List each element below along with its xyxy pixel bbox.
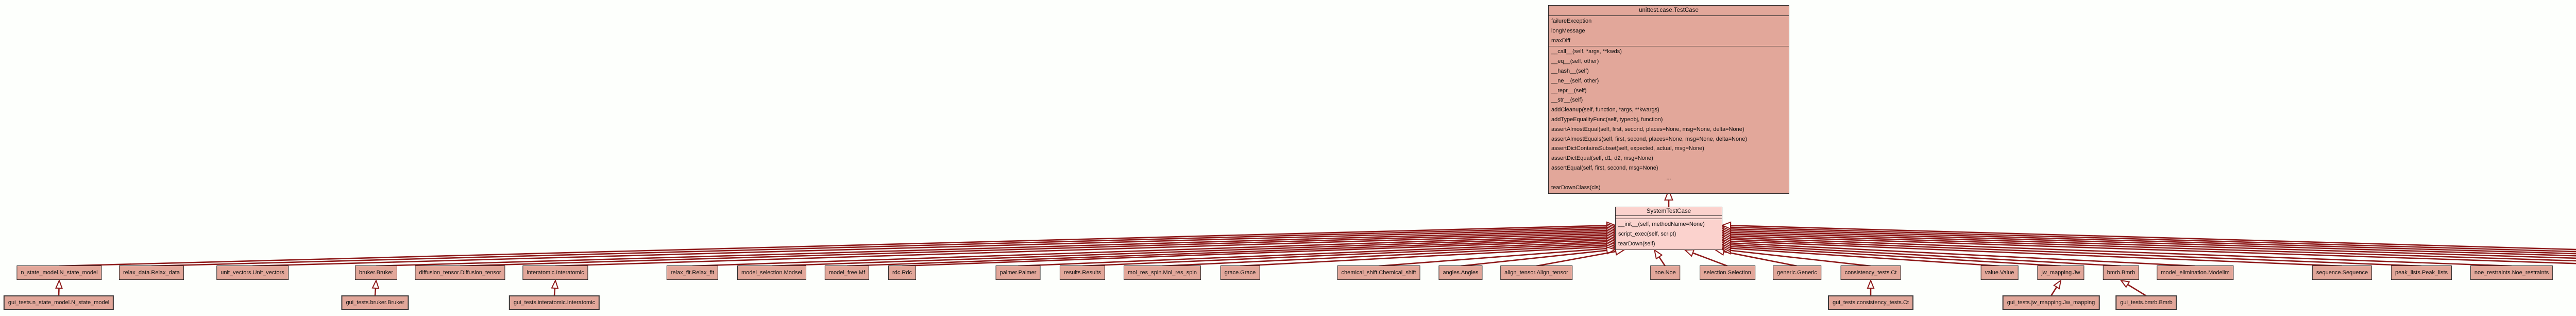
class-node-gui_tests-bmrb-Bmrb[interactable]: gui_tests.bmrb.Bmrb (2115, 295, 2177, 310)
class-node-sequence[interactable]: sequence.Sequence (2312, 265, 2372, 280)
class-node-chemical_shift[interactable]: chemical_shift.Chemical_shift (1337, 265, 1420, 280)
class-node-unit_vectors[interactable]: unit_vectors.Unit_vectors (216, 265, 289, 280)
class-method: ... (1666, 174, 1671, 181)
class-node-results[interactable]: results.Results (1059, 265, 1106, 280)
class-method: assertAlmostEquals(self, first, second, … (1551, 136, 1747, 142)
class-methods-section: __init__(self, methodName=None) script_ex… (1616, 219, 1722, 250)
class-node-gui_tests-n_state_model-N_state_model[interactable]: gui_tests.n_state_model.N_state_model (3, 295, 114, 310)
class-method: addCleanup(self, function, *args, **kwar… (1551, 107, 1659, 113)
class-node-jw_mapping[interactable]: jw_mapping.Jw (2037, 265, 2084, 280)
class-node-noe[interactable]: noe.Noe (1650, 265, 1680, 280)
class-method: script_exec(self, script) (1618, 230, 1676, 237)
class-node-noe_restraints[interactable]: noe_restraints.Noe_restraints (2470, 265, 2553, 280)
class-node-unittest-case-testcase[interactable]: unittest.case.TestCase failureException l… (1548, 5, 1789, 194)
class-methods-section: __call__(self, *args, **kwds) __eq__(self… (1549, 46, 1789, 193)
class-node-palmer[interactable]: palmer.Palmer (995, 265, 1041, 280)
class-node-relax_fit[interactable]: relax_fit.Relax_fit (666, 265, 719, 280)
class-node-peak_lists[interactable]: peak_lists.Peak_lists (2391, 265, 2452, 280)
class-method: __ne__(self, other) (1551, 77, 1599, 84)
class-attribute: maxDiff (1551, 37, 1571, 44)
class-node-value[interactable]: value.Value (1980, 265, 2019, 280)
class-method: __init__(self, methodName=None) (1618, 221, 1705, 227)
class-attribute: longMessage (1551, 27, 1585, 34)
class-node-model_selection[interactable]: model_selection.Modsel (737, 265, 807, 280)
class-method: assertDictContainsSubset(self, expected,… (1551, 145, 1704, 152)
class-node-bmrb[interactable]: bmrb.Bmrb (2103, 265, 2140, 280)
class-node-model_elimination[interactable]: model_elimination.Modelim (2157, 265, 2234, 280)
class-method: assertDictEqual(self, d1, d2, msg=None) (1551, 155, 1653, 162)
class-method: __str__(self) (1551, 97, 1583, 104)
class-node-systemtestcase[interactable]: SystemTestCase __init__(self, methodName… (1615, 207, 1722, 251)
class-node-diffusion_tensor[interactable]: diffusion_tensor.Diffusion_tensor (415, 265, 505, 280)
class-node-rdc[interactable]: rdc.Rdc (888, 265, 916, 280)
class-node-gui_tests-consistency_tests-Ct[interactable]: gui_tests.consistency_tests.Ct (1828, 295, 1913, 310)
class-node-align_tensor[interactable]: align_tensor.Align_tensor (1500, 265, 1572, 280)
class-method: tearDown(self) (1618, 240, 1655, 247)
class-attributes-section (1616, 216, 1722, 219)
class-node-grace[interactable]: grace.Grace (1220, 265, 1260, 280)
class-node-interatomic[interactable]: interatomic.Interatomic (522, 265, 588, 280)
class-node-n_state_model[interactable]: n_state_model.N_state_model (16, 265, 102, 280)
class-node-relax_data[interactable]: relax_data.Relax_data (118, 265, 184, 280)
class-node-angles[interactable]: angles.Angles (1438, 265, 1483, 280)
class-method: assertAlmostEqual(self, first, second, p… (1551, 126, 1744, 132)
class-node-mol_res_spin[interactable]: mol_res_spin.Mol_res_spin (1124, 265, 1201, 280)
class-attribute: failureException (1551, 18, 1592, 24)
class-attributes-section: failureException longMessage maxDiff (1549, 16, 1789, 47)
class-node-consistency_tests[interactable]: consistency_tests.Ct (1840, 265, 1901, 280)
class-method: addTypeEqualityFunc(self, typeobj, funct… (1551, 116, 1663, 123)
class-method: tearDownClass(cls) (1551, 184, 1601, 191)
class-node-gui_tests-interatomic-Interatomic[interactable]: gui_tests.interatomic.Interatomic (509, 295, 600, 310)
class-method: __call__(self, *args, **kwds) (1551, 48, 1622, 55)
class-method: __eq__(self, other) (1551, 58, 1599, 65)
class-method: __repr__(self) (1551, 87, 1587, 94)
class-title: unittest.case.TestCase (1549, 6, 1789, 16)
class-node-gui_tests-bruker-Bruker[interactable]: gui_tests.bruker.Bruker (341, 295, 409, 310)
class-node-model_free[interactable]: model_free.Mf (824, 265, 870, 280)
class-node-generic[interactable]: generic.Generic (1773, 265, 1821, 280)
class-node-bruker[interactable]: bruker.Bruker (354, 265, 398, 280)
class-title: SystemTestCase (1616, 207, 1722, 216)
class-method: assertEqual(self, first, second, msg=Non… (1551, 164, 1658, 171)
class-method: __hash__(self) (1551, 68, 1589, 74)
class-node-selection[interactable]: selection.Selection (1700, 265, 1755, 280)
class-node-gui_tests-jw_mapping-Jw_mapping[interactable]: gui_tests.jw_mapping.Jw_mapping (2002, 295, 2100, 310)
